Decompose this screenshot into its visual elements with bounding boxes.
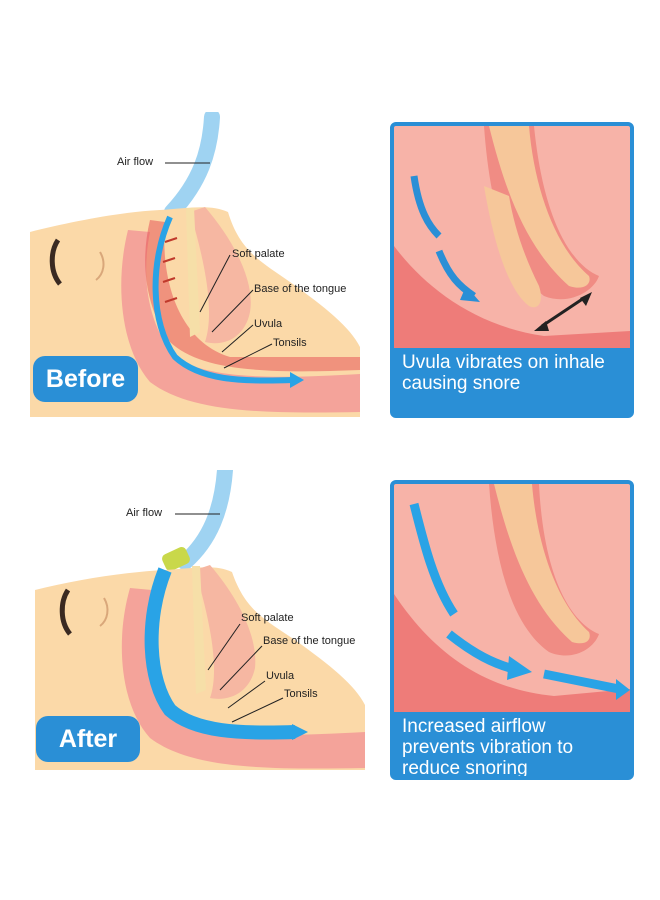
- eye-after: [59, 588, 73, 636]
- before-inset-illustration: [394, 126, 630, 348]
- before-panel: Air flow Soft palate Base of the tongue …: [0, 112, 660, 432]
- bone: [192, 566, 206, 694]
- nose-line: [95, 251, 105, 281]
- nasal-device: [162, 546, 190, 572]
- after-badge: After: [36, 716, 140, 762]
- bone: [186, 208, 200, 337]
- label-soft-palate: Soft palate: [232, 248, 285, 260]
- tongue: [190, 207, 251, 344]
- label-base-of-tongue: Base of the tongue: [263, 635, 356, 647]
- airflow-arrowhead: [290, 372, 304, 388]
- airflow-arrowhead: [292, 724, 308, 740]
- before-caption: Uvula vibrates on inhale causing snore: [402, 352, 605, 394]
- label-uvula: Uvula: [254, 318, 283, 330]
- throat-tissue: [121, 230, 360, 413]
- after-caption: Increased airflow prevents vibration to …: [402, 716, 574, 779]
- before-badge: Before: [33, 356, 138, 402]
- label-tonsils: Tonsils: [273, 337, 307, 349]
- label-base-of-tongue: Base of the tongue: [254, 283, 347, 295]
- leader-lines: [175, 513, 284, 723]
- after-inset-illustration: [394, 484, 630, 712]
- before-inset: Uvula vibrates on inhale causing snore: [390, 122, 634, 418]
- airflow-tube: [164, 112, 220, 220]
- airflow-arrow: [152, 215, 293, 384]
- after-inset: Increased airflow prevents vibration to …: [390, 480, 634, 780]
- airflow-tube: [177, 470, 233, 570]
- label-air-flow: Air flow: [117, 156, 154, 168]
- tongue: [195, 565, 256, 699]
- label-air-flow: Air flow: [126, 507, 163, 519]
- nose-line: [99, 597, 109, 627]
- vibration-arrows: [162, 237, 178, 303]
- after-panel: Air flow Soft palate Base of the tongue …: [0, 470, 660, 790]
- eye-before: [49, 238, 63, 286]
- label-soft-palate: Soft palate: [241, 612, 294, 624]
- leader-lines: [165, 162, 273, 369]
- label-tonsils: Tonsils: [284, 688, 318, 700]
- label-uvula: Uvula: [266, 670, 295, 682]
- airflow-arrow: [144, 567, 296, 740]
